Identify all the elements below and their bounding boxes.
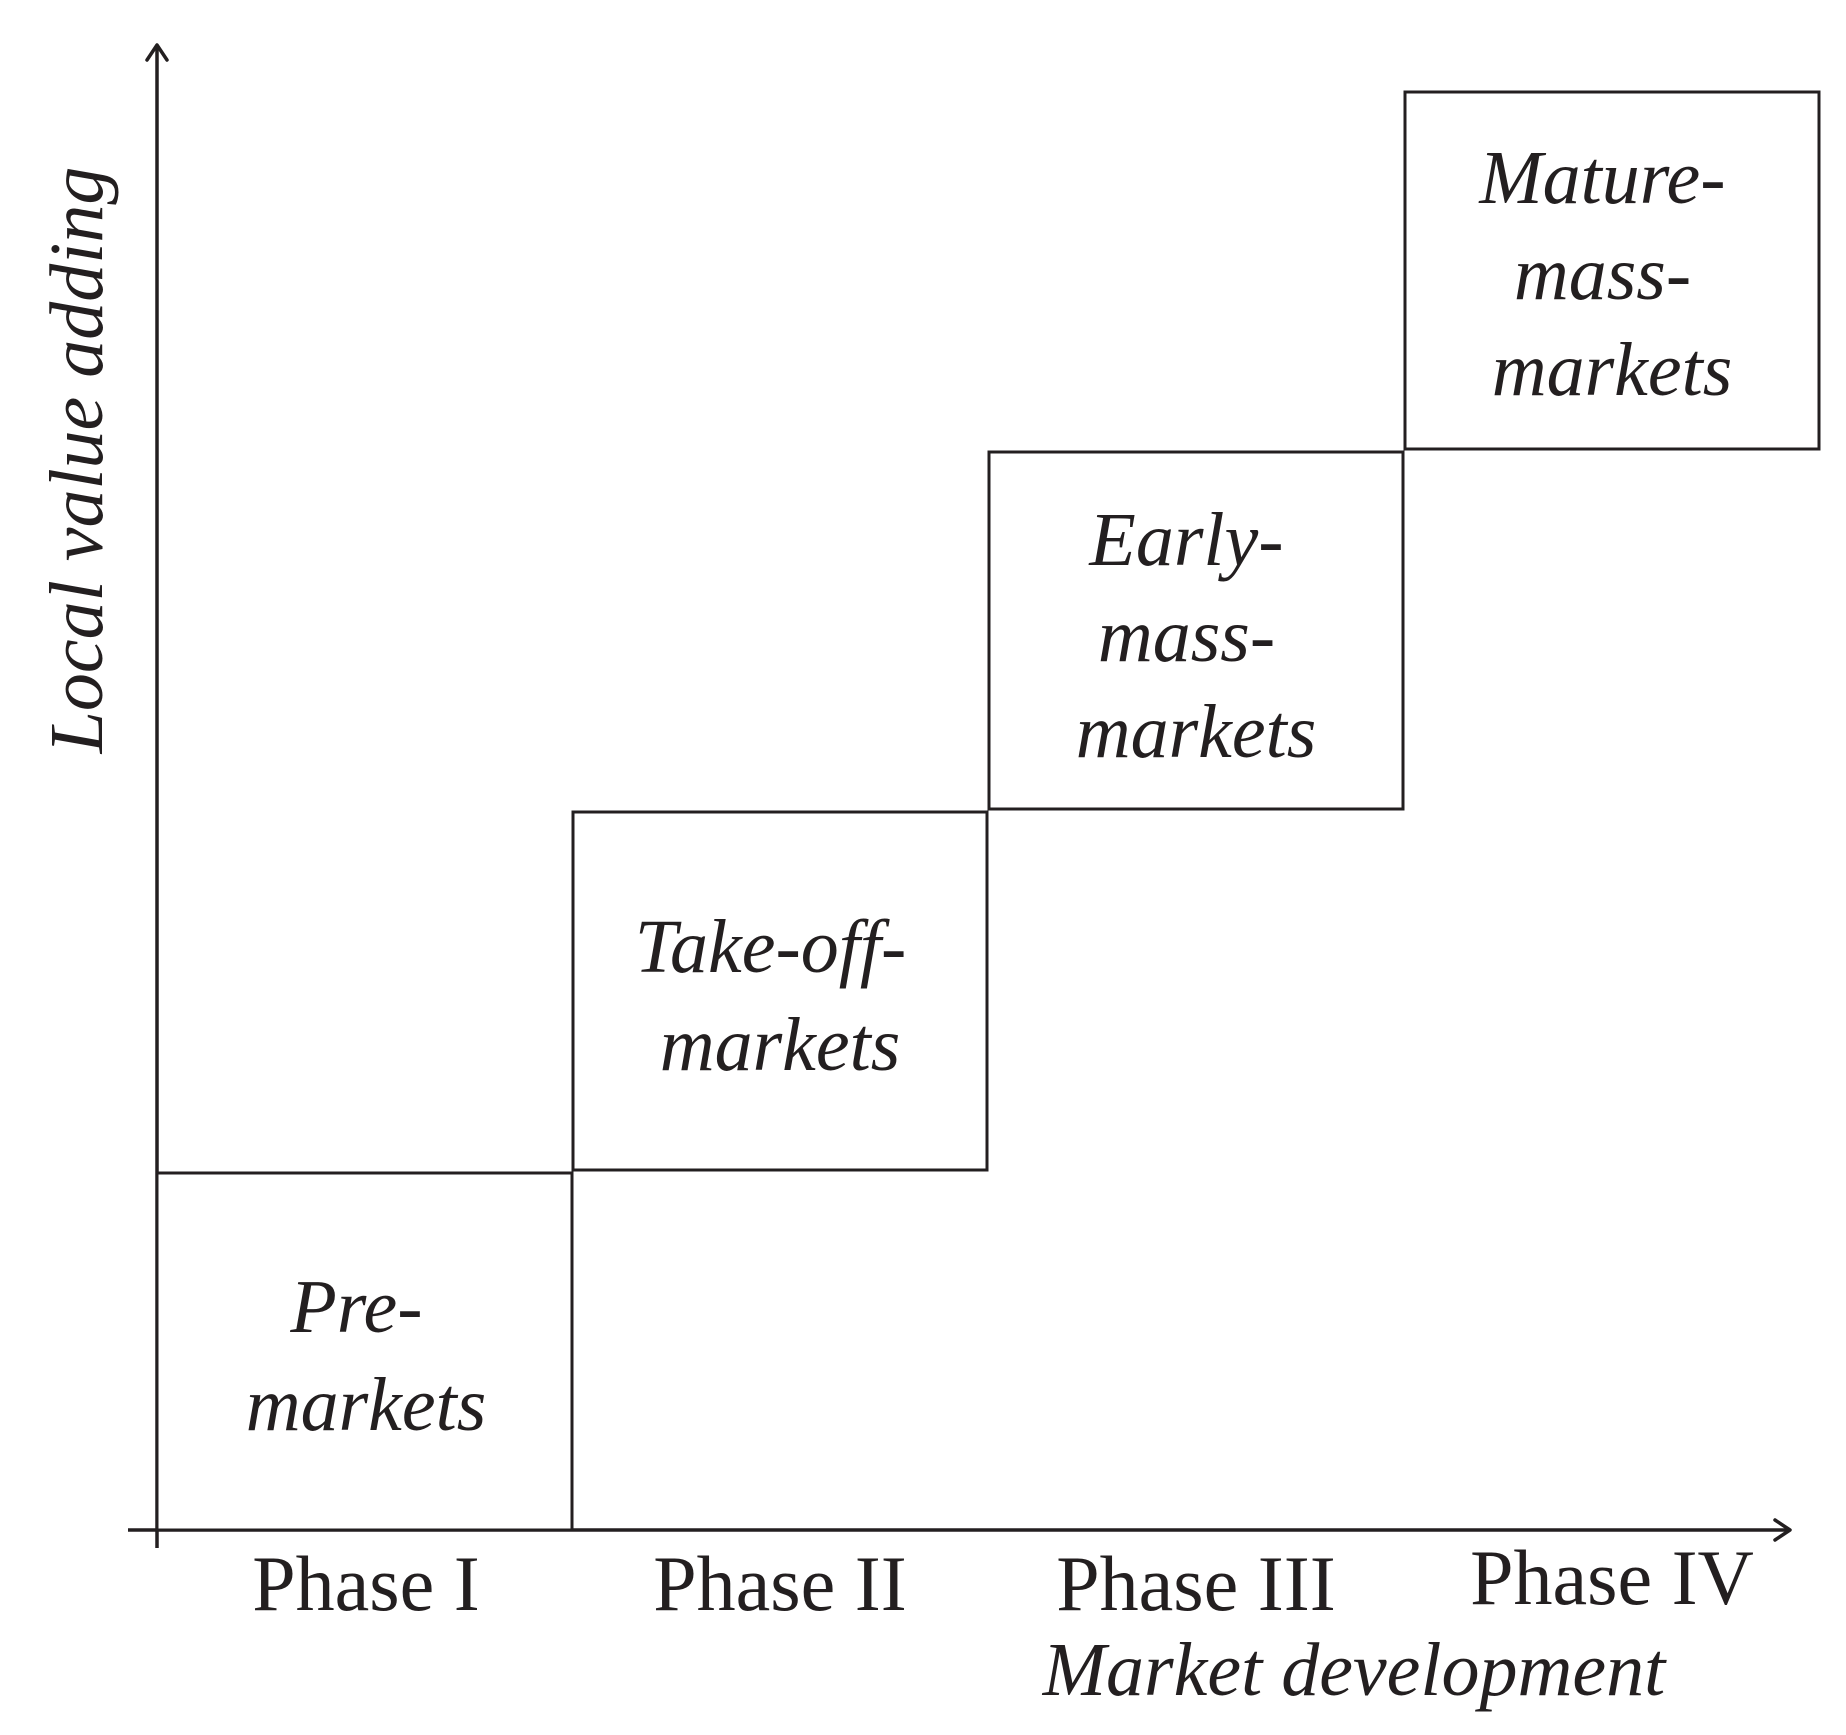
stage-box-mature-mass-markets xyxy=(1403,90,1821,451)
x-axis-arrow-icon xyxy=(1773,1518,1792,1542)
stage-label-line: Early- xyxy=(1088,498,1283,582)
stage-box-early-mass-markets xyxy=(987,450,1405,811)
y-axis-arrow-icon xyxy=(145,43,169,62)
y-axis-title: Local value adding xyxy=(35,167,119,755)
stage-box-take-off-markets xyxy=(571,810,989,1172)
phase-label-2: Phase II xyxy=(653,1540,906,1627)
stage-label-early-mass-markets: Early- mass- markets xyxy=(1076,498,1317,774)
x-axis-title: Market development xyxy=(1042,1628,1667,1712)
stage-label-line: markets xyxy=(660,1003,901,1087)
stage-label-line: markets xyxy=(1076,690,1317,774)
stage-label-line: markets xyxy=(1492,328,1733,412)
stage-label-line: Mature- xyxy=(1478,136,1725,220)
stage-label-line: mass- xyxy=(1514,232,1691,316)
phase-label-4: Phase IV xyxy=(1470,1534,1754,1621)
stage-label-line: markets xyxy=(246,1363,487,1447)
phase-label-1: Phase I xyxy=(252,1540,479,1627)
stage-label-line: mass- xyxy=(1098,594,1275,678)
stage-box-pre-markets xyxy=(155,1171,574,1532)
stage-label-mature-mass-markets: Mature- mass- markets xyxy=(1478,136,1744,412)
stage-label-pre-markets: Pre- markets xyxy=(246,1265,487,1447)
stage-label-line: Take-off- xyxy=(635,905,907,989)
stage-label-take-off-markets: Take-off- markets xyxy=(635,905,926,1087)
stage-label-line: Pre- xyxy=(289,1265,422,1349)
phase-label-3: Phase III xyxy=(1056,1540,1335,1627)
